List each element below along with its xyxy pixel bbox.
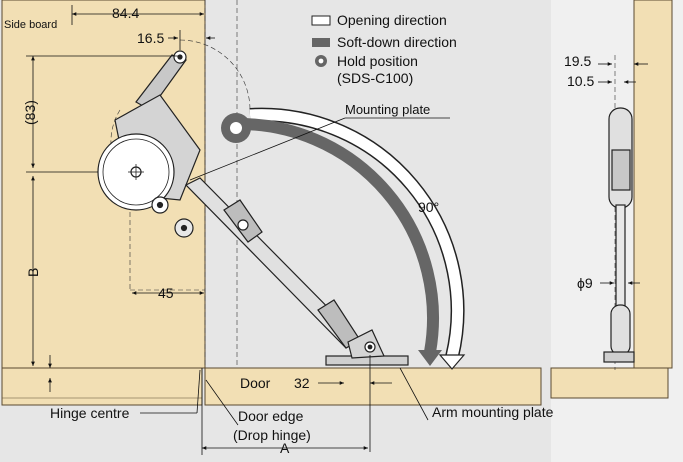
side-board-label: Side board — [4, 19, 57, 31]
side-view-wood — [550, 0, 673, 399]
stay-mechanism — [97, 50, 409, 366]
soft-down-direction-arrow — [235, 117, 442, 366]
side-view-mechanism — [603, 107, 635, 363]
dim-32: 32 — [294, 375, 310, 391]
legend-softdown-swatch — [312, 38, 330, 47]
dim-84-4: 84.4 — [112, 5, 139, 21]
legend-opening-label: Opening direction — [337, 12, 447, 28]
arm-mounting-plate-label: Arm mounting plate — [432, 404, 554, 420]
dim-10-5: 10.5 — [567, 73, 594, 89]
legend — [311, 15, 331, 67]
dimension-lines — [26, 5, 648, 455]
hinge-centre-label: Hinge centre — [50, 405, 130, 421]
drop-hinge-label: (Drop hinge) — [233, 427, 311, 443]
dim-b: B — [25, 268, 41, 277]
hold-position-marker — [221, 113, 251, 143]
dim-19-5: 19.5 — [564, 53, 591, 69]
door-edge-label: Door edge — [238, 408, 304, 424]
angle-label: 90° — [418, 199, 439, 215]
dim-45: 45 — [158, 285, 174, 301]
dim-83: (83) — [22, 100, 38, 125]
dim-16-5: 16.5 — [137, 30, 164, 46]
legend-opening-swatch — [311, 15, 331, 26]
door-label: Door — [240, 375, 271, 391]
door-panel — [1, 367, 542, 406]
leader-lines — [140, 117, 450, 426]
legend-hold-label: Hold position — [337, 53, 418, 69]
mounting-plate-label: Mounting plate — [345, 102, 430, 117]
dim-a: A — [280, 440, 290, 456]
opening-direction-arrow — [249, 107, 466, 370]
dim-phi-9: ϕ9 — [577, 275, 593, 291]
legend-softdown-label: Soft-down direction — [337, 34, 457, 50]
legend-hold-sub-label: (SDS-C100) — [337, 70, 413, 86]
